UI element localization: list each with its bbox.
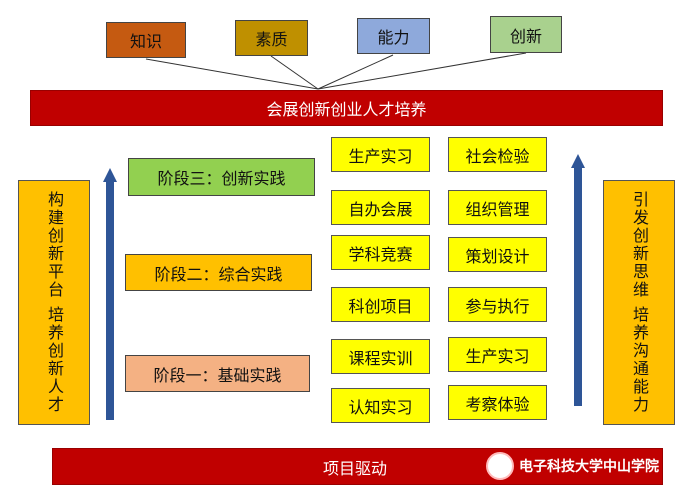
- activity-box: 生产实习: [331, 137, 430, 172]
- connector-line: [145, 58, 319, 90]
- activity-label: 策划设计: [465, 246, 530, 266]
- right-panel: 引发创新思维 培养沟通能力: [603, 180, 675, 425]
- activity-box: 课程实训: [331, 339, 430, 374]
- activity-label: 认知实习: [348, 397, 413, 417]
- top-box-quality: 素质: [235, 20, 308, 56]
- seal-icon: [486, 452, 514, 480]
- stage-2: 阶段二：综合实践: [125, 254, 312, 291]
- activity-label: 自办会展: [348, 199, 413, 219]
- activity-label: 生产实习: [348, 146, 413, 166]
- activity-label: 组织管理: [465, 199, 530, 219]
- activity-box: 策划设计: [448, 237, 547, 272]
- label: 素质: [255, 30, 288, 49]
- connector-line: [317, 52, 527, 90]
- activity-box: 社会检验: [448, 137, 547, 172]
- label: 创新: [509, 26, 542, 46]
- bottom-bar: 项目驱动: [52, 448, 663, 485]
- activity-label: 科创项目: [348, 296, 413, 316]
- top-box-ability: 能力: [357, 18, 430, 54]
- connector-line: [270, 55, 319, 90]
- university-logo: 电子科技大学中山学院: [486, 447, 663, 485]
- label: 阶段三：创新实践: [157, 169, 286, 188]
- activity-label: 社会检验: [465, 146, 530, 166]
- activity-box: 生产实习: [448, 337, 547, 372]
- activity-box: 考察体验: [448, 385, 547, 420]
- right-up-arrow: [571, 154, 585, 406]
- goal-bar: 会展创新创业人才培养: [30, 90, 663, 126]
- logo-text: 电子科技大学中山学院: [519, 459, 659, 475]
- label: 能力: [377, 28, 410, 47]
- top-box-innovation: 创新: [490, 16, 562, 53]
- activity-box: 科创项目: [331, 287, 430, 322]
- label: 知识: [129, 32, 162, 51]
- label: 阶段一：基础实践: [153, 365, 282, 385]
- stage-3: 阶段三：创新实践: [128, 158, 315, 196]
- left-up-arrow: [103, 168, 117, 420]
- activity-box: 自办会展: [331, 190, 430, 225]
- connector-line: [317, 54, 394, 90]
- left-panel: 构建创新平台 培养创新人才: [18, 180, 90, 425]
- stage-1: 阶段一：基础实践: [125, 355, 310, 392]
- activity-box: 学科竞赛: [331, 235, 430, 270]
- activity-box: 认知实习: [331, 388, 430, 423]
- activity-box: 组织管理: [448, 190, 547, 225]
- activity-label: 考察体验: [465, 394, 530, 414]
- activity-box: 参与执行: [448, 287, 547, 322]
- bottom-text: 项目驱动: [323, 458, 388, 478]
- top-box-knowledge: 知识: [106, 22, 186, 58]
- label: 阶段二：综合实践: [154, 264, 283, 284]
- activity-label: 学科竞赛: [348, 244, 413, 264]
- activity-label: 课程实训: [348, 348, 413, 368]
- activity-label: 参与执行: [465, 296, 530, 316]
- goal-text: 会展创新创业人才培养: [266, 100, 427, 119]
- activity-label: 生产实习: [465, 346, 530, 366]
